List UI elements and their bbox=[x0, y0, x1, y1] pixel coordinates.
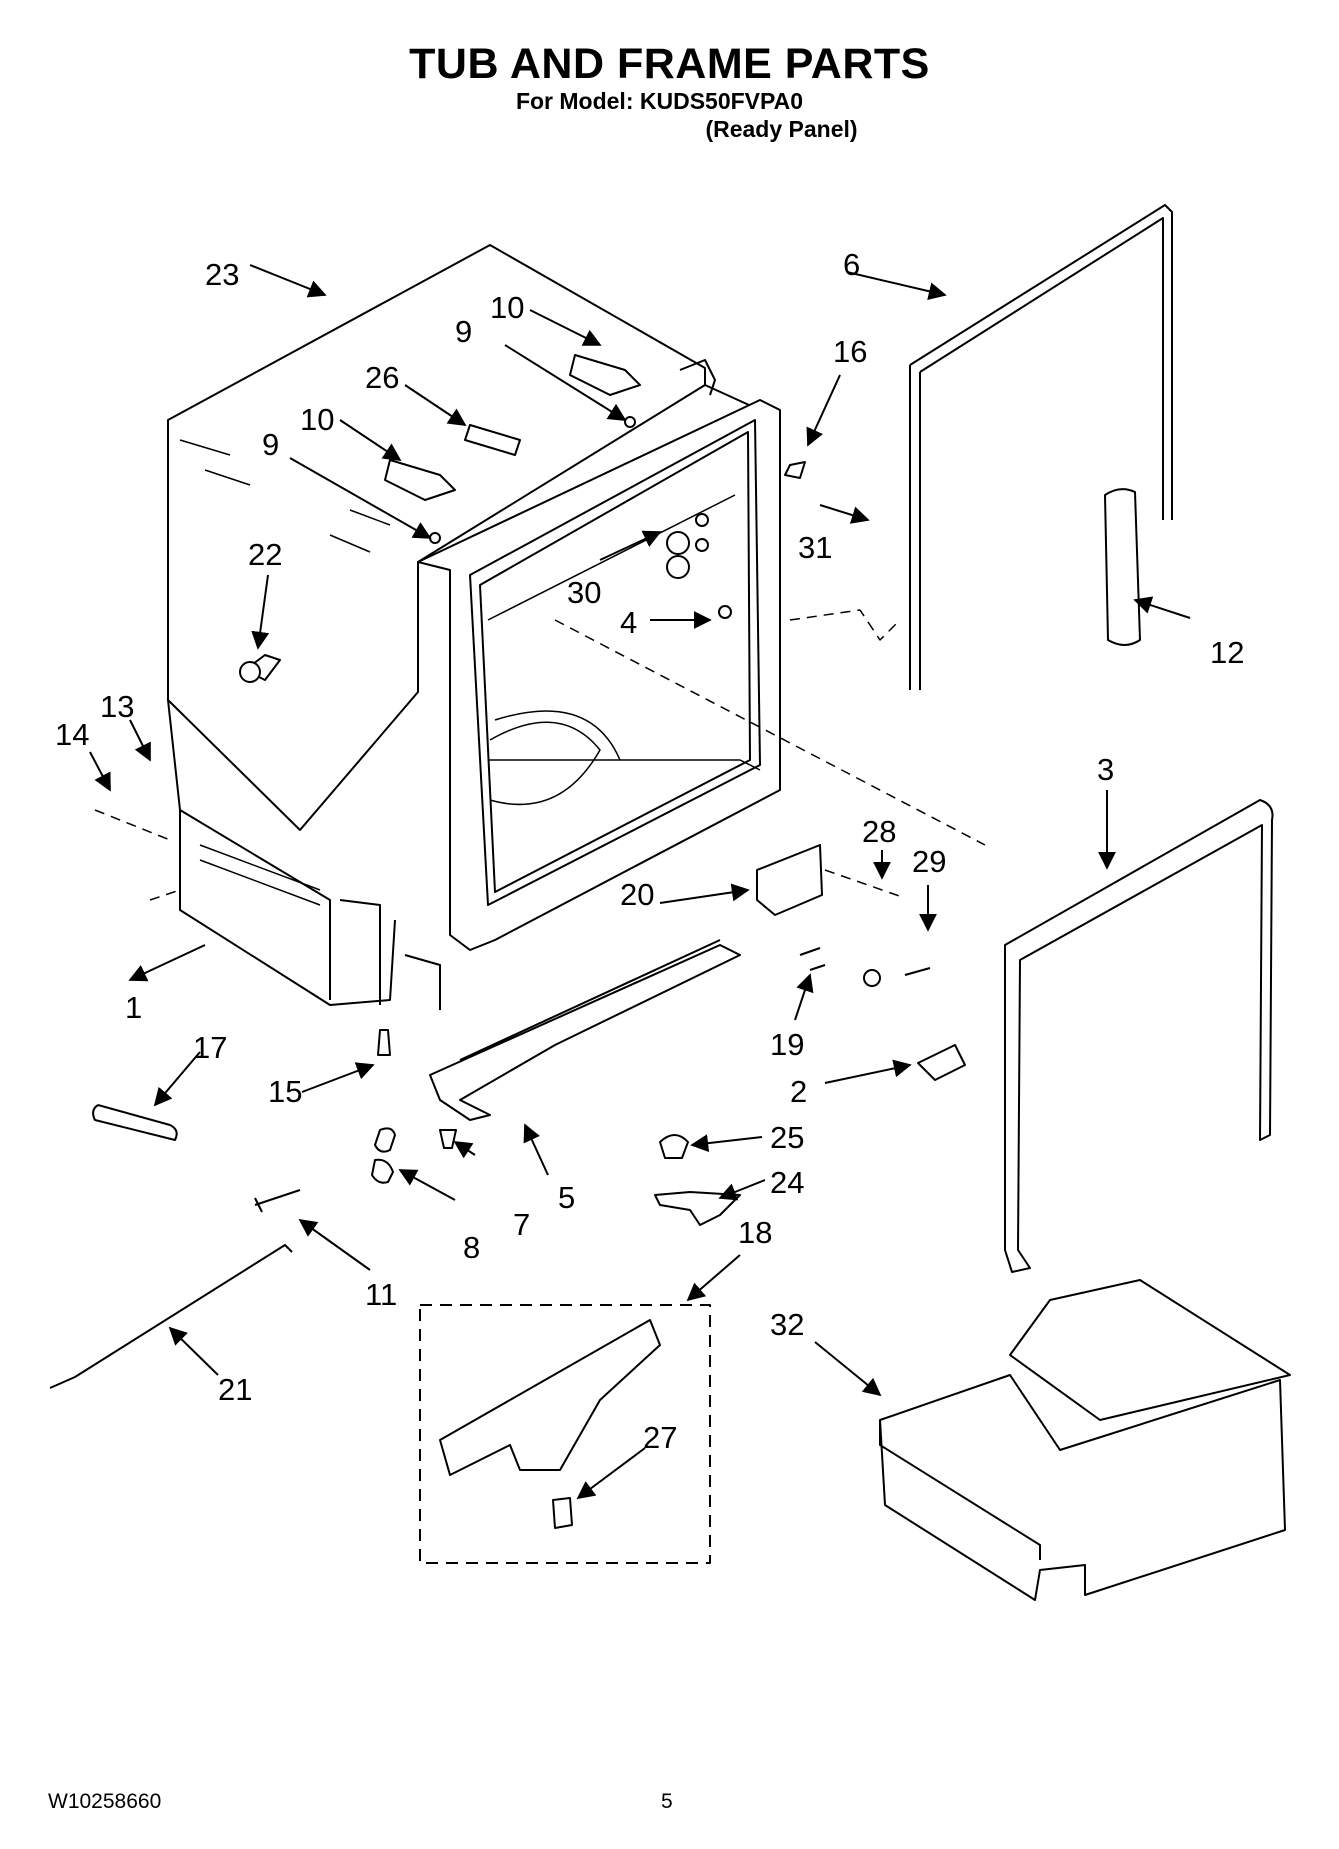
model-number: For Model: KUDS50FVPA0 bbox=[515, 88, 804, 114]
callout-5: 5 bbox=[558, 1180, 575, 1215]
leveling-leg-part bbox=[439, 1129, 457, 1149]
page-title: TUB AND FRAME PARTS bbox=[409, 40, 930, 88]
door-gasket-part bbox=[909, 204, 1173, 690]
page-number: 5 bbox=[661, 1790, 673, 1813]
callout-1: 1 bbox=[125, 990, 142, 1025]
latch-bracket-parts bbox=[756, 844, 931, 987]
callout-10a: 10 bbox=[490, 290, 524, 325]
callout-3: 3 bbox=[1097, 752, 1114, 787]
callout-27: 27 bbox=[643, 1420, 677, 1455]
kit-outline bbox=[419, 1304, 711, 1564]
callout-4: 4 bbox=[620, 605, 637, 640]
callout-14: 14 bbox=[55, 717, 89, 752]
model-variant: (Ready Panel) bbox=[705, 116, 858, 142]
tub-foot-part bbox=[377, 1029, 391, 1056]
callout-15: 15 bbox=[268, 1074, 302, 1109]
callout-30: 30 bbox=[567, 575, 601, 610]
tub-bracket-part bbox=[429, 939, 741, 1121]
callout-28: 28 bbox=[862, 814, 896, 849]
leader-lines bbox=[89, 264, 1191, 1500]
callout-11: 11 bbox=[365, 1277, 397, 1312]
lower-gasket-part bbox=[1004, 799, 1274, 1273]
callout-7: 7 bbox=[513, 1207, 530, 1242]
callout-16: 16 bbox=[833, 334, 867, 369]
callout-18: 18 bbox=[738, 1215, 772, 1250]
diverter-assembly-part bbox=[439, 1319, 661, 1476]
strike-part bbox=[917, 1044, 966, 1081]
callout-21: 21 bbox=[218, 1372, 252, 1407]
callout-25: 25 bbox=[770, 1120, 804, 1155]
callout-6: 6 bbox=[843, 247, 860, 282]
callout-9a: 9 bbox=[455, 314, 472, 349]
callout-labels: 1 2 3 4 5 6 7 8 9 9 10 10 11 12 13 14 15… bbox=[55, 247, 1244, 1455]
fuse-bracket-part bbox=[654, 1191, 741, 1226]
callout-12: 12 bbox=[1210, 635, 1244, 670]
callout-10b: 10 bbox=[300, 402, 334, 437]
wall-fittings bbox=[666, 461, 806, 619]
cable-part-21 bbox=[49, 1244, 293, 1389]
callout-19: 19 bbox=[770, 1027, 804, 1062]
callout-26: 26 bbox=[365, 360, 399, 395]
callout-8: 8 bbox=[463, 1230, 480, 1265]
callout-29: 29 bbox=[912, 844, 946, 879]
callout-31: 31 bbox=[798, 530, 832, 565]
document-number: W10258660 bbox=[48, 1790, 162, 1813]
vent-seal-part bbox=[1104, 488, 1141, 646]
tub-part bbox=[167, 244, 781, 1010]
toe-panel-part bbox=[879, 1279, 1291, 1601]
callout-23: 23 bbox=[205, 257, 239, 292]
thermal-fuse-part bbox=[659, 1134, 689, 1159]
callout-24: 24 bbox=[770, 1165, 804, 1200]
callout-13: 13 bbox=[100, 689, 134, 724]
callout-9b: 9 bbox=[262, 427, 279, 462]
callout-20: 20 bbox=[620, 877, 654, 912]
washer-part bbox=[371, 1127, 396, 1184]
float-switch-part bbox=[552, 1497, 573, 1529]
callout-32: 32 bbox=[770, 1307, 804, 1342]
spring-part bbox=[92, 1104, 178, 1141]
screw-part-11 bbox=[254, 1189, 301, 1213]
callout-2: 2 bbox=[790, 1074, 807, 1109]
callout-17: 17 bbox=[193, 1030, 227, 1065]
callout-22: 22 bbox=[248, 537, 282, 572]
